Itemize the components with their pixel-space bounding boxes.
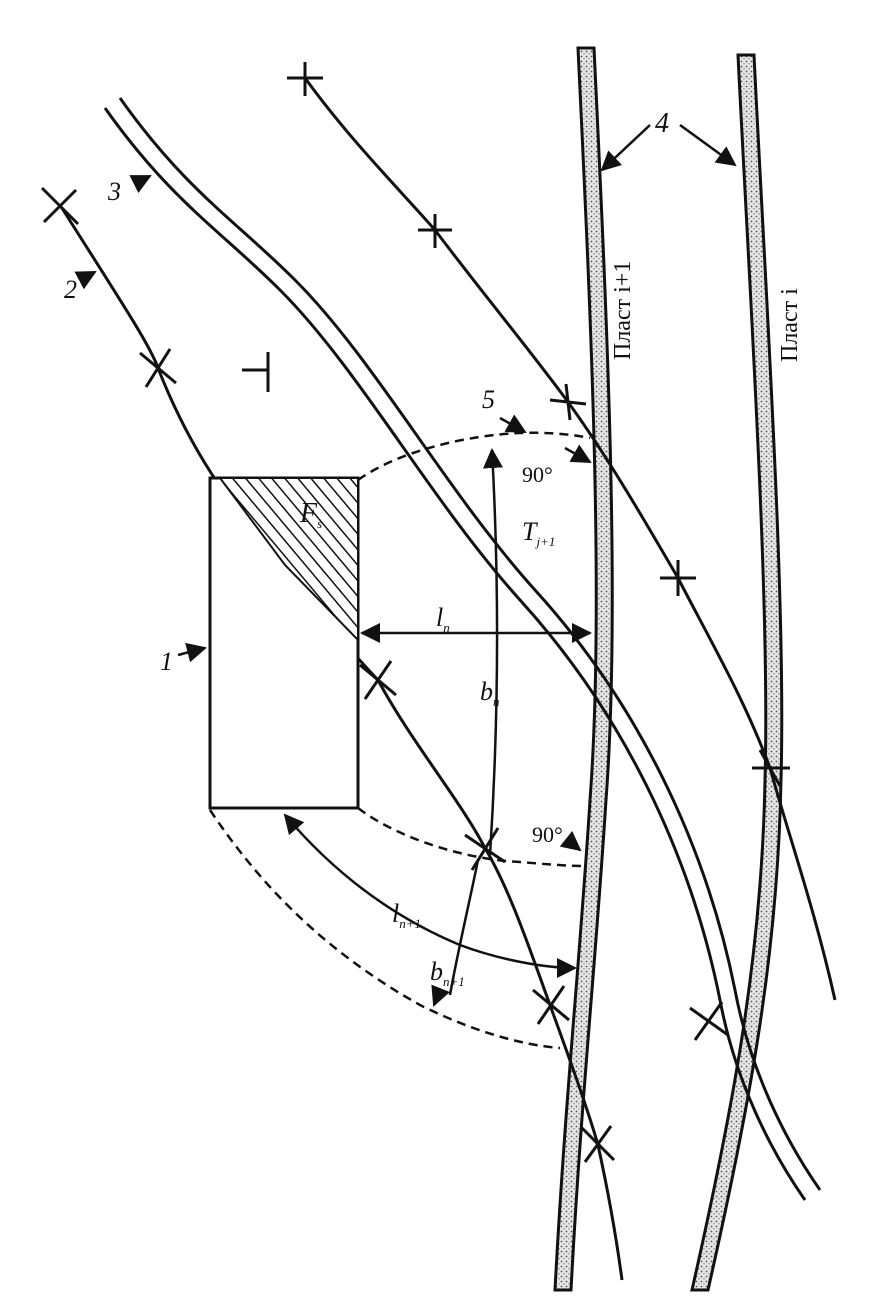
dimension-bn: [482, 448, 503, 856]
label-3: 3: [107, 177, 121, 206]
seam-upper: [553, 46, 614, 1292]
seam-lower: [690, 53, 784, 1292]
building-1: [208, 476, 360, 810]
traverse-2-station-7: [580, 1125, 616, 1163]
label-angle-bottom: 90°: [532, 822, 563, 847]
traverse-2-station-5: [464, 827, 506, 871]
leader-lines: [74, 123, 737, 852]
traverse-2-station-2: [139, 348, 177, 388]
traverse-right-station-6: [689, 1001, 729, 1041]
traverse-2-station-4: [359, 660, 397, 700]
dip-strike-symbol: [242, 352, 270, 392]
traverse-line-right: [287, 62, 837, 1041]
boundary-arc-outer: [208, 809, 561, 1050]
label-seam-upper: Пласт i+1: [610, 261, 636, 360]
dimension-ln1: [283, 813, 577, 978]
label-ln1: ln+1: [392, 899, 421, 931]
traverse-2-station-6: [532, 985, 570, 1025]
traverse-2-station-1: [40, 186, 80, 226]
label-angle-top: 90°: [522, 462, 553, 487]
traverse-right-station-2: [418, 214, 452, 248]
boundary-arc-top: [357, 431, 591, 482]
label-seam-lower: Пласт i: [777, 288, 803, 362]
label-bn: bn: [480, 677, 500, 709]
traverse-right-station-1: [287, 62, 323, 96]
traverse-right-station-3: [549, 383, 587, 421]
traverse-right-station-4: [660, 560, 696, 596]
label-5: 5: [482, 385, 495, 414]
label-ln: ln: [436, 603, 450, 635]
label-4: 4: [655, 108, 669, 139]
label-2: 2: [64, 275, 77, 304]
dimension-bn1: [431, 859, 480, 1007]
label-tj1: Tj+1: [522, 517, 555, 549]
label-1: 1: [160, 647, 173, 676]
label-fs: Fs: [299, 498, 322, 531]
double-line-feature-3: [103, 97, 822, 1201]
traverse-right-station-5: [752, 749, 790, 787]
hatched-zone-fs: [218, 477, 359, 643]
label-bn1: bn+1: [430, 957, 465, 989]
